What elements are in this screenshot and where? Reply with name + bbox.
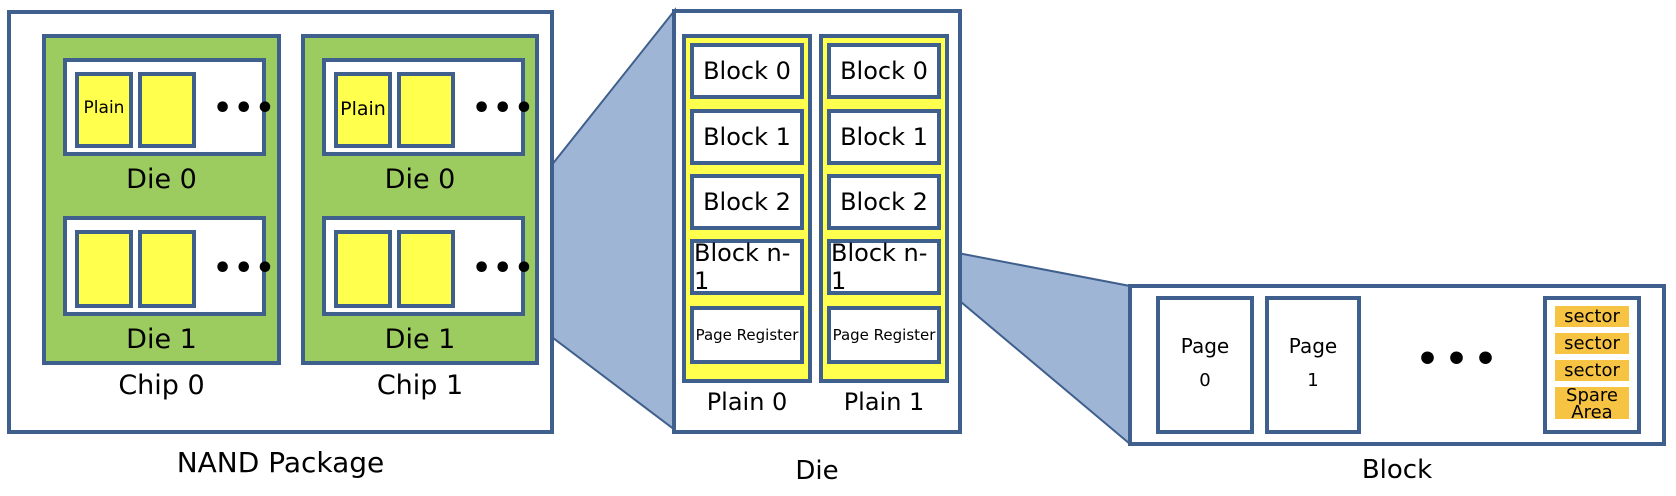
ellipsis: ••• bbox=[472, 91, 536, 126]
plane-box bbox=[334, 230, 392, 308]
chip-label: Chip 1 bbox=[376, 370, 464, 401]
block-1: Block 1 bbox=[827, 109, 941, 165]
page-layout: sector sector sector Spare Area bbox=[1543, 296, 1641, 434]
die-detail: Block 0 Block 1 Block 2 Block n-1 Page R… bbox=[672, 9, 962, 434]
chip-1: Plain ••• Die 0 ••• Die 1 bbox=[301, 34, 539, 365]
spare-area: Spare Area bbox=[1555, 385, 1629, 423]
block-n-1: Block n-1 bbox=[690, 239, 804, 295]
page-register: Page Register bbox=[827, 306, 941, 364]
die-1-box: ••• bbox=[322, 216, 534, 316]
die-label: Die 1 bbox=[384, 324, 456, 355]
nand-package: Plain ••• Die 0 ••• Die 1 Chip 0 Plain •… bbox=[7, 10, 554, 434]
chip-0: Plain ••• Die 0 ••• Die 1 bbox=[42, 34, 281, 365]
die-label: Die 0 bbox=[384, 164, 456, 195]
zoom-block-projection bbox=[941, 248, 1131, 447]
page-0: Page 0 bbox=[1156, 296, 1254, 434]
chip-label: Chip 0 bbox=[118, 370, 205, 401]
block-detail: Page 0 Page 1 ••• sector sector sector S… bbox=[1128, 284, 1666, 446]
plane-box bbox=[138, 72, 196, 148]
block-2: Block 2 bbox=[827, 174, 941, 230]
die-caption: Die bbox=[795, 456, 839, 486]
plane-box bbox=[138, 230, 196, 308]
page-number: 0 bbox=[1199, 370, 1211, 391]
die-label: Die 1 bbox=[126, 324, 197, 355]
block-0: Block 0 bbox=[827, 43, 941, 99]
block-2: Block 2 bbox=[690, 174, 804, 230]
plane-box: Plain bbox=[334, 72, 392, 148]
plane-box bbox=[75, 230, 133, 308]
plane-0: Block 0 Block 1 Block 2 Block n-1 Page R… bbox=[682, 34, 812, 383]
plane-box: Plain bbox=[75, 72, 133, 148]
ellipsis: ••• bbox=[1416, 339, 1504, 380]
block-1: Block 1 bbox=[690, 109, 804, 165]
plane-label: Plain bbox=[340, 98, 386, 120]
sector: sector bbox=[1555, 306, 1629, 327]
ellipsis: ••• bbox=[472, 251, 536, 286]
page-1: Page 1 bbox=[1265, 296, 1361, 434]
page-title: Page bbox=[1288, 334, 1338, 358]
ellipsis: ••• bbox=[213, 251, 277, 286]
page-title: Page bbox=[1180, 334, 1230, 358]
spare-label: Spare bbox=[1566, 385, 1618, 406]
block-n-1: Block n-1 bbox=[827, 239, 941, 295]
plane-box bbox=[397, 72, 455, 148]
plane-label: Plain 0 bbox=[706, 388, 788, 416]
plane-1: Block 0 Block 1 Block 2 Block n-1 Page R… bbox=[819, 34, 949, 383]
plane-label: Plain bbox=[83, 98, 125, 118]
plane-box bbox=[397, 230, 455, 308]
plane-label: Plain 1 bbox=[843, 388, 925, 416]
page-number: 1 bbox=[1307, 370, 1319, 391]
area-label: Area bbox=[1571, 402, 1613, 423]
block-0: Block 0 bbox=[690, 43, 804, 99]
page-register: Page Register bbox=[690, 306, 804, 364]
block-caption: Block bbox=[1361, 455, 1433, 485]
die-label: Die 0 bbox=[126, 164, 197, 195]
sector: sector bbox=[1555, 333, 1629, 354]
sector: sector bbox=[1555, 360, 1629, 381]
package-caption: NAND Package bbox=[176, 446, 385, 479]
ellipsis: ••• bbox=[213, 91, 277, 126]
die-0-box: Plain ••• bbox=[63, 58, 275, 156]
die-0-box: Plain ••• bbox=[322, 58, 534, 156]
die-1-box: ••• bbox=[63, 216, 275, 316]
